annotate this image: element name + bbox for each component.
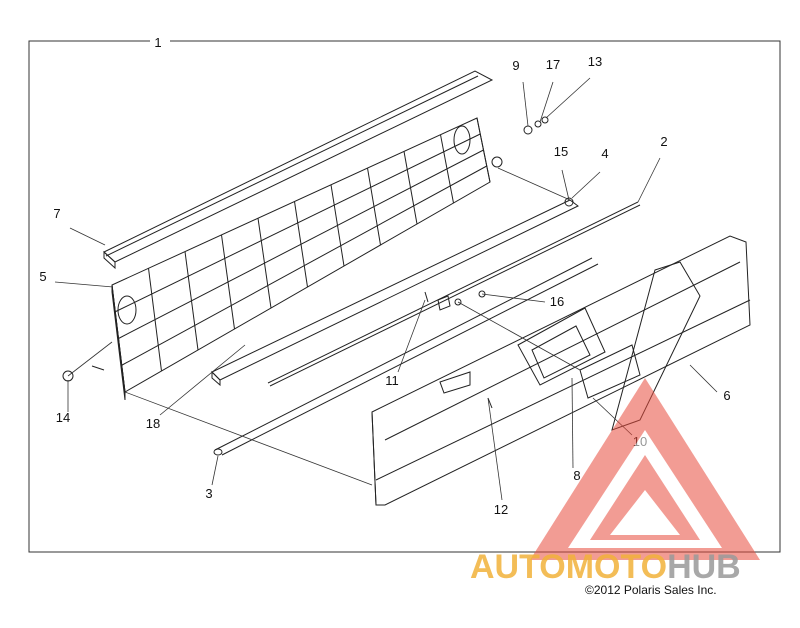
leader-lines	[54, 77, 718, 501]
callout-12: 12	[494, 502, 508, 517]
copyright-notice: ©2012 Polaris Sales Inc.	[585, 583, 717, 597]
callout-9: 9	[512, 58, 519, 73]
panel-crossbar	[115, 133, 481, 313]
panel-ribs	[111, 117, 491, 393]
callout-1: 1	[154, 35, 161, 50]
part-rod	[267, 201, 641, 387]
callout-13: 13	[588, 54, 602, 69]
callout-2: 2	[660, 134, 667, 149]
watermark-text: AUTOMOTOHUB	[470, 548, 741, 586]
part-inner-panel	[111, 117, 491, 401]
callout-5: 5	[39, 269, 46, 284]
part-top-cap	[103, 70, 494, 270]
callout-15: 15	[554, 144, 568, 159]
callout-4: 4	[601, 146, 608, 161]
callout-11: 11	[385, 373, 399, 388]
callout-labels: 123456789101112131415161718	[39, 35, 730, 517]
panel-crossbar	[118, 149, 484, 339]
callout-18: 18	[146, 416, 160, 431]
callout-7: 7	[53, 206, 60, 221]
part-outer-panel	[371, 235, 751, 506]
callout-16: 16	[550, 294, 564, 309]
part-tube	[213, 257, 599, 456]
part-channel	[211, 199, 579, 387]
callout-3: 3	[205, 486, 212, 501]
watermark-part2: HUB	[667, 548, 741, 586]
diagram-frame	[28, 40, 781, 553]
panel-crossbar	[121, 165, 487, 366]
callout-6: 6	[723, 388, 730, 403]
callout-14: 14	[56, 410, 70, 425]
watermark-logo	[530, 378, 760, 560]
callout-17: 17	[546, 57, 560, 72]
callout-8: 8	[573, 468, 580, 483]
hardware	[62, 116, 574, 409]
watermark-part1: AUTOMOTO	[470, 548, 667, 586]
